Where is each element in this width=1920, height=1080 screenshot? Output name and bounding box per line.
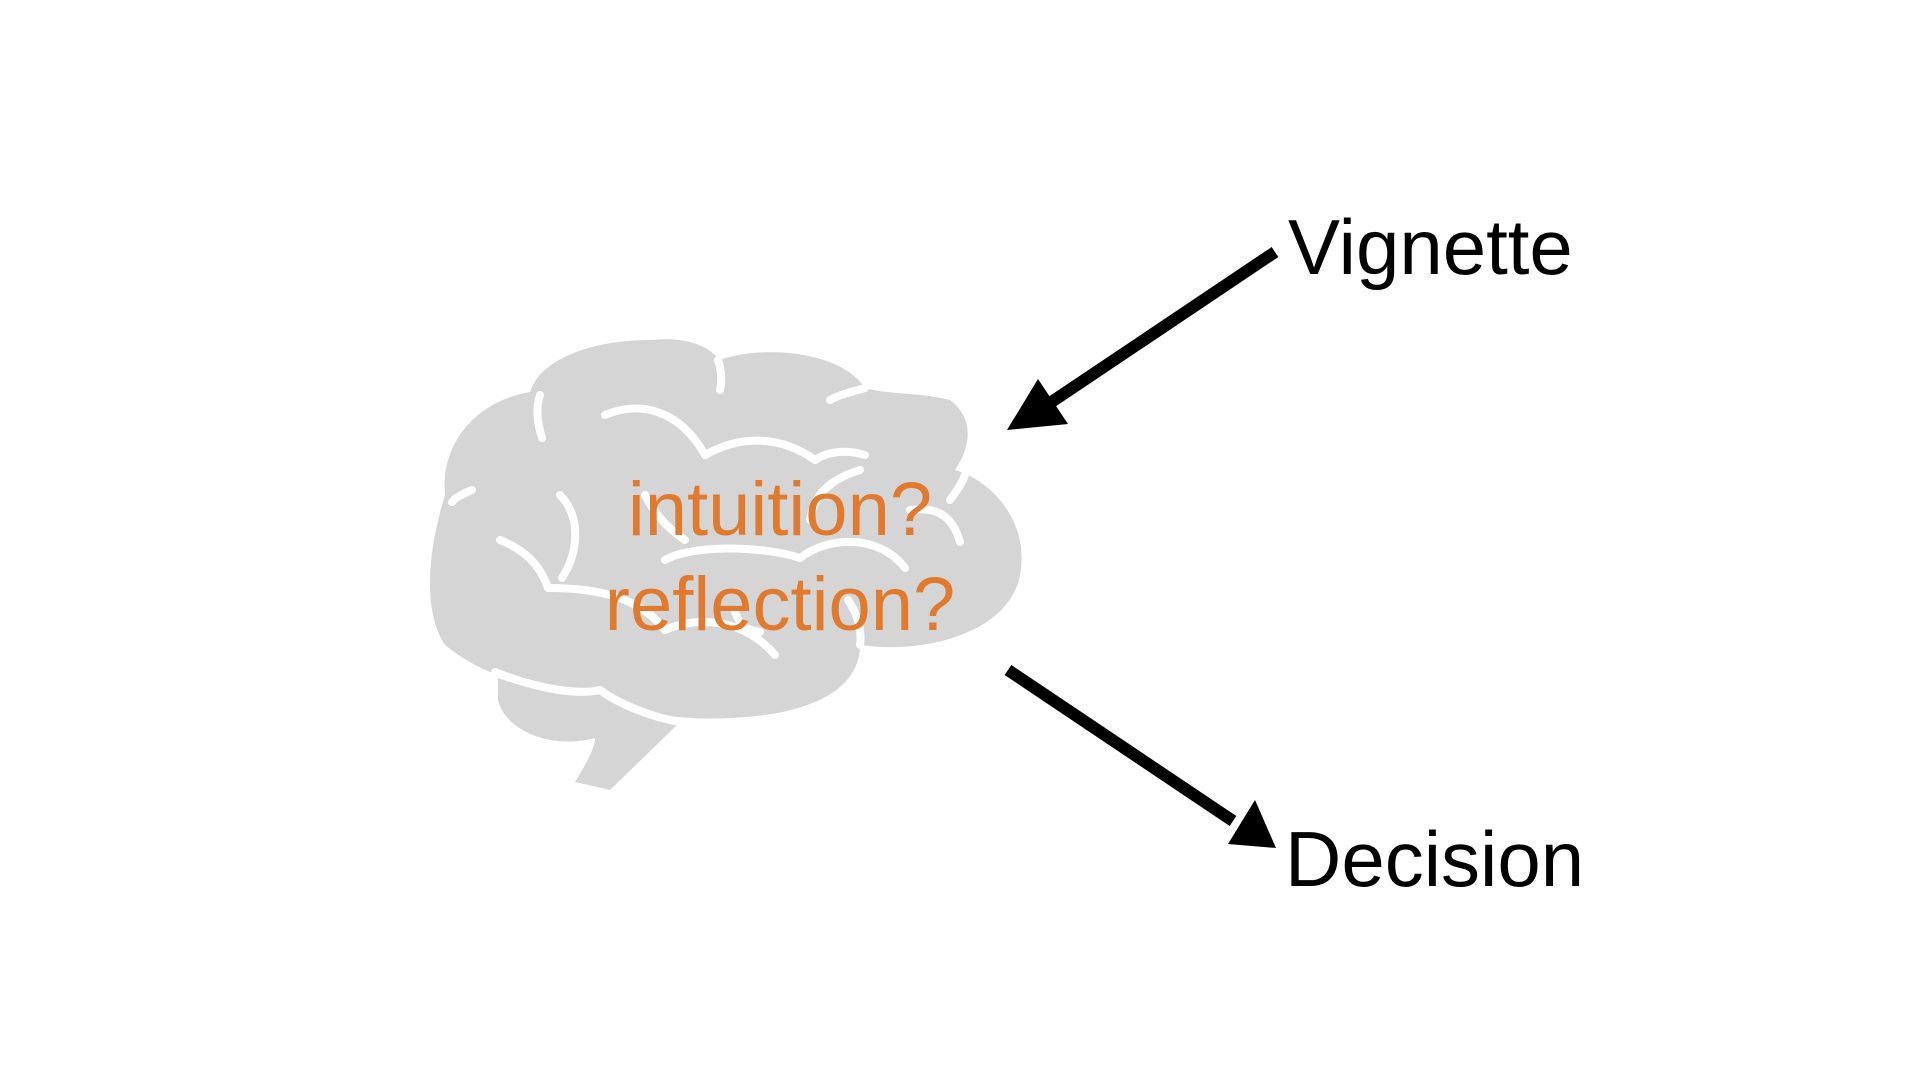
- brain-line-reflection: reflection?: [604, 562, 956, 647]
- brain-icon: [430, 339, 1022, 790]
- brain-line-intuition: intuition?: [627, 467, 933, 552]
- arrow-out-icon: [1004, 665, 1276, 848]
- arrow-in-icon: [1007, 247, 1279, 430]
- output-label: Decision: [1285, 815, 1585, 903]
- input-label: Vignette: [1288, 203, 1573, 291]
- brain-question-text: intuition? reflection?: [560, 462, 1000, 652]
